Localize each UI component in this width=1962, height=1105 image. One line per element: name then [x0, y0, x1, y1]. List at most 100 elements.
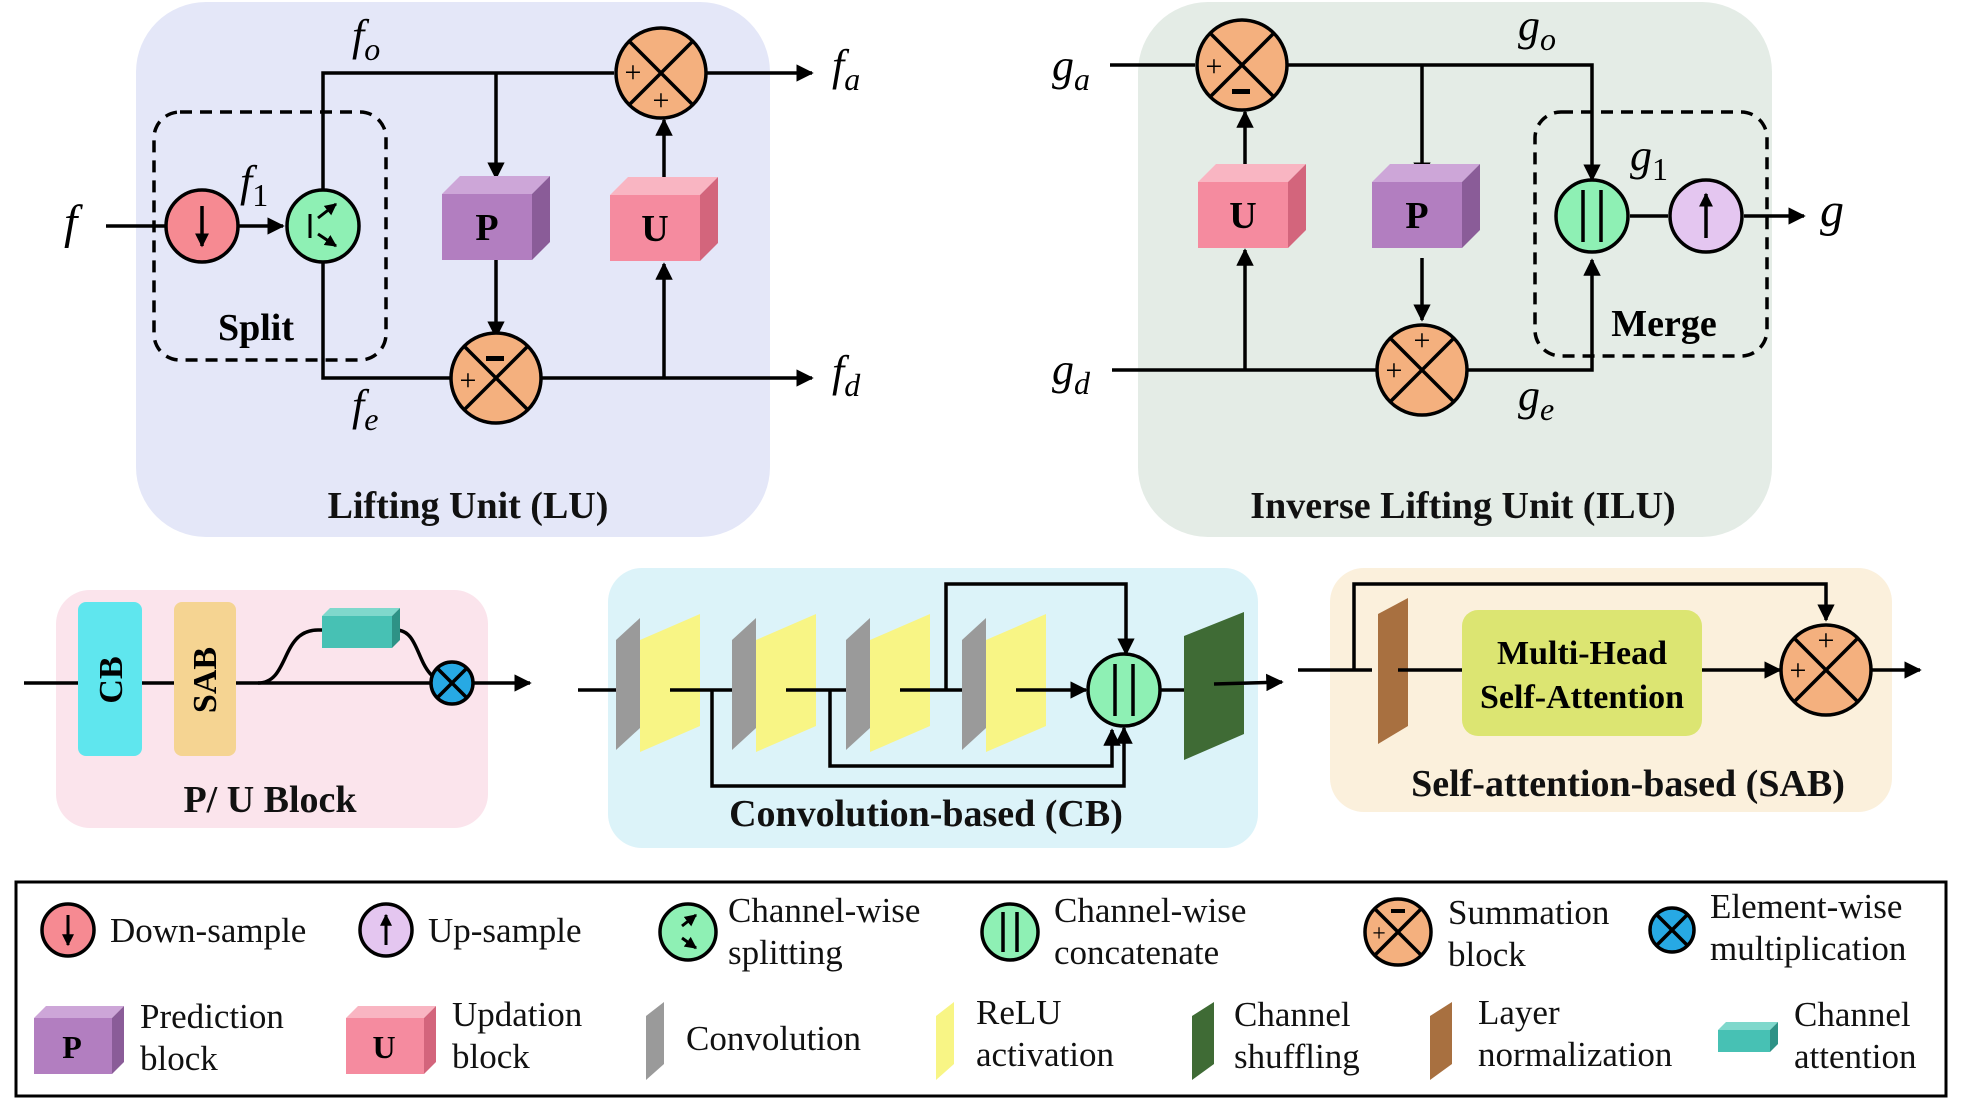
svg-text:Summation: Summation — [1448, 893, 1609, 932]
channel-attention-shape — [322, 608, 400, 648]
svg-text:Layer: Layer — [1478, 993, 1560, 1032]
inverse-lifting-unit: + + + U P — [1052, 1, 1844, 537]
svg-text:block: block — [1448, 935, 1526, 974]
lu-summation-bottom: + — [449, 331, 543, 425]
sab-box — [174, 602, 236, 756]
svg-text:normalization: normalization — [1478, 1035, 1672, 1074]
legend-channel-attention: Channel attention — [1718, 995, 1916, 1076]
cb-box-label: CB — [93, 656, 130, 703]
cb-block: Convolution-based (CB) — [578, 568, 1284, 848]
svg-text:+: + — [625, 56, 642, 89]
ilu-summation-top: + — [1195, 18, 1289, 112]
legend-channel-split: Channel-wise splitting — [658, 891, 920, 972]
cb-box — [78, 602, 142, 756]
svg-text:+: + — [1206, 50, 1223, 83]
ilu-summation-bottom: + + — [1375, 323, 1469, 417]
lu-p-label: P — [475, 207, 498, 249]
merge-label: Merge — [1611, 303, 1716, 345]
lu-fd-label: fd — [832, 347, 861, 403]
svg-text:Down-sample: Down-sample — [110, 911, 306, 950]
svg-text:Element-wise: Element-wise — [1710, 887, 1902, 926]
merge-dashed-box — [1533, 110, 1769, 358]
svg-text:Channel-wise: Channel-wise — [1054, 891, 1246, 930]
lu-background — [136, 2, 770, 537]
svg-text:activation: activation — [976, 1035, 1114, 1074]
ilu-gd-label: gd — [1052, 345, 1091, 401]
legend-prediction: P Prediction block — [34, 997, 284, 1078]
svg-text:Channel: Channel — [1794, 995, 1911, 1034]
ilu-g1-label: g1 — [1630, 131, 1668, 187]
svg-text:Channel: Channel — [1234, 995, 1351, 1034]
svg-text:+: + — [653, 84, 670, 117]
svg-text:attention: attention — [1794, 1037, 1916, 1076]
legend-summation: + Summation block — [1363, 893, 1609, 974]
lu-fa-label: fa — [832, 41, 860, 97]
sab-box-label: SAB — [187, 647, 224, 713]
mhsa-line-2: Self-Attention — [1480, 679, 1684, 716]
lu-updation-block: U — [610, 177, 718, 261]
svg-text:U: U — [372, 1029, 395, 1065]
svg-text:Channel-wise: Channel-wise — [728, 891, 920, 930]
legend-up-sample: Up-sample — [358, 902, 582, 958]
svg-text:+: + — [460, 364, 477, 397]
conv-relu-pair-3 — [846, 614, 930, 752]
svg-text:Prediction: Prediction — [140, 997, 284, 1036]
legend-element-wise: Element-wise multiplication — [1648, 887, 1906, 968]
svg-text:concatenate: concatenate — [1054, 933, 1219, 972]
pu-background — [56, 590, 488, 828]
ilu-go-label: go — [1518, 1, 1556, 57]
svg-text:P: P — [62, 1029, 82, 1065]
lu-summation-top: + + — [614, 26, 708, 120]
mhsa-box — [1462, 610, 1702, 736]
svg-text:+: + — [1386, 354, 1403, 387]
lifting-unit: P U + + + f f1 fo fe fa fd — [64, 2, 861, 537]
conv-relu-pair-1 — [616, 614, 700, 752]
conv-relu-pair-2 — [732, 614, 816, 752]
svg-text:splitting: splitting — [728, 933, 843, 972]
svg-text:+: + — [1790, 654, 1807, 687]
sab-block: Multi-Head Self-Attention + + Self-atten… — [1298, 568, 1922, 812]
svg-text:multiplication: multiplication — [1710, 929, 1906, 968]
legend-convolution: Convolution — [646, 1002, 861, 1080]
svg-text:shuffling: shuffling — [1234, 1037, 1360, 1076]
svg-text:+: + — [1372, 921, 1386, 947]
svg-text:+: + — [1414, 324, 1431, 357]
ilu-concat-node — [1554, 178, 1630, 254]
pu-multiply-node — [429, 660, 475, 706]
cb-title: Convolution-based (CB) — [729, 793, 1123, 835]
conv-relu-pair-4 — [962, 614, 1046, 752]
cb-concat-node — [1086, 652, 1162, 728]
legend-down-sample: Down-sample — [40, 902, 306, 958]
ilu-background — [1138, 2, 1772, 537]
ilu-u-label: U — [1229, 195, 1256, 237]
legend: Down-sample Up-sample Channel-wise split… — [14, 880, 1948, 1098]
pu-title: P/ U Block — [183, 779, 357, 821]
svg-text:Updation: Updation — [452, 995, 582, 1034]
lu-input-label: f — [64, 196, 83, 249]
legend-channel-shuffle: Channel shuffling — [1192, 995, 1360, 1080]
legend-updation: U Updation block — [346, 995, 582, 1076]
down-sample-node — [164, 188, 240, 264]
pu-block: CB SAB P/ U Block — [24, 590, 532, 828]
lu-title: Lifting Unit (LU) — [328, 485, 609, 527]
svg-text:Convolution: Convolution — [686, 1019, 861, 1058]
split-label: Split — [218, 307, 294, 349]
ilu-prediction-block: P — [1372, 164, 1480, 248]
ilu-title: Inverse Lifting Unit (ILU) — [1250, 485, 1675, 527]
channel-split-node — [285, 188, 361, 264]
legend-frame — [14, 880, 1948, 1098]
legend-layer-norm: Layer normalization — [1430, 993, 1672, 1080]
lu-fe-label: fe — [352, 381, 378, 437]
mhsa-line-1: Multi-Head — [1497, 635, 1667, 672]
ilu-ge-label: ge — [1518, 371, 1554, 427]
svg-text:ReLU: ReLU — [976, 993, 1062, 1032]
sab-summation-node: + + — [1779, 623, 1873, 717]
ilu-p-label: P — [1405, 195, 1428, 237]
legend-relu: ReLU activation — [936, 993, 1114, 1080]
svg-text:+: + — [1818, 624, 1835, 657]
layer-norm-shape — [1378, 598, 1408, 744]
lu-prediction-block: P — [442, 176, 550, 260]
channel-shuffle-shape — [1184, 612, 1244, 760]
ilu-output-label: g — [1820, 184, 1844, 237]
